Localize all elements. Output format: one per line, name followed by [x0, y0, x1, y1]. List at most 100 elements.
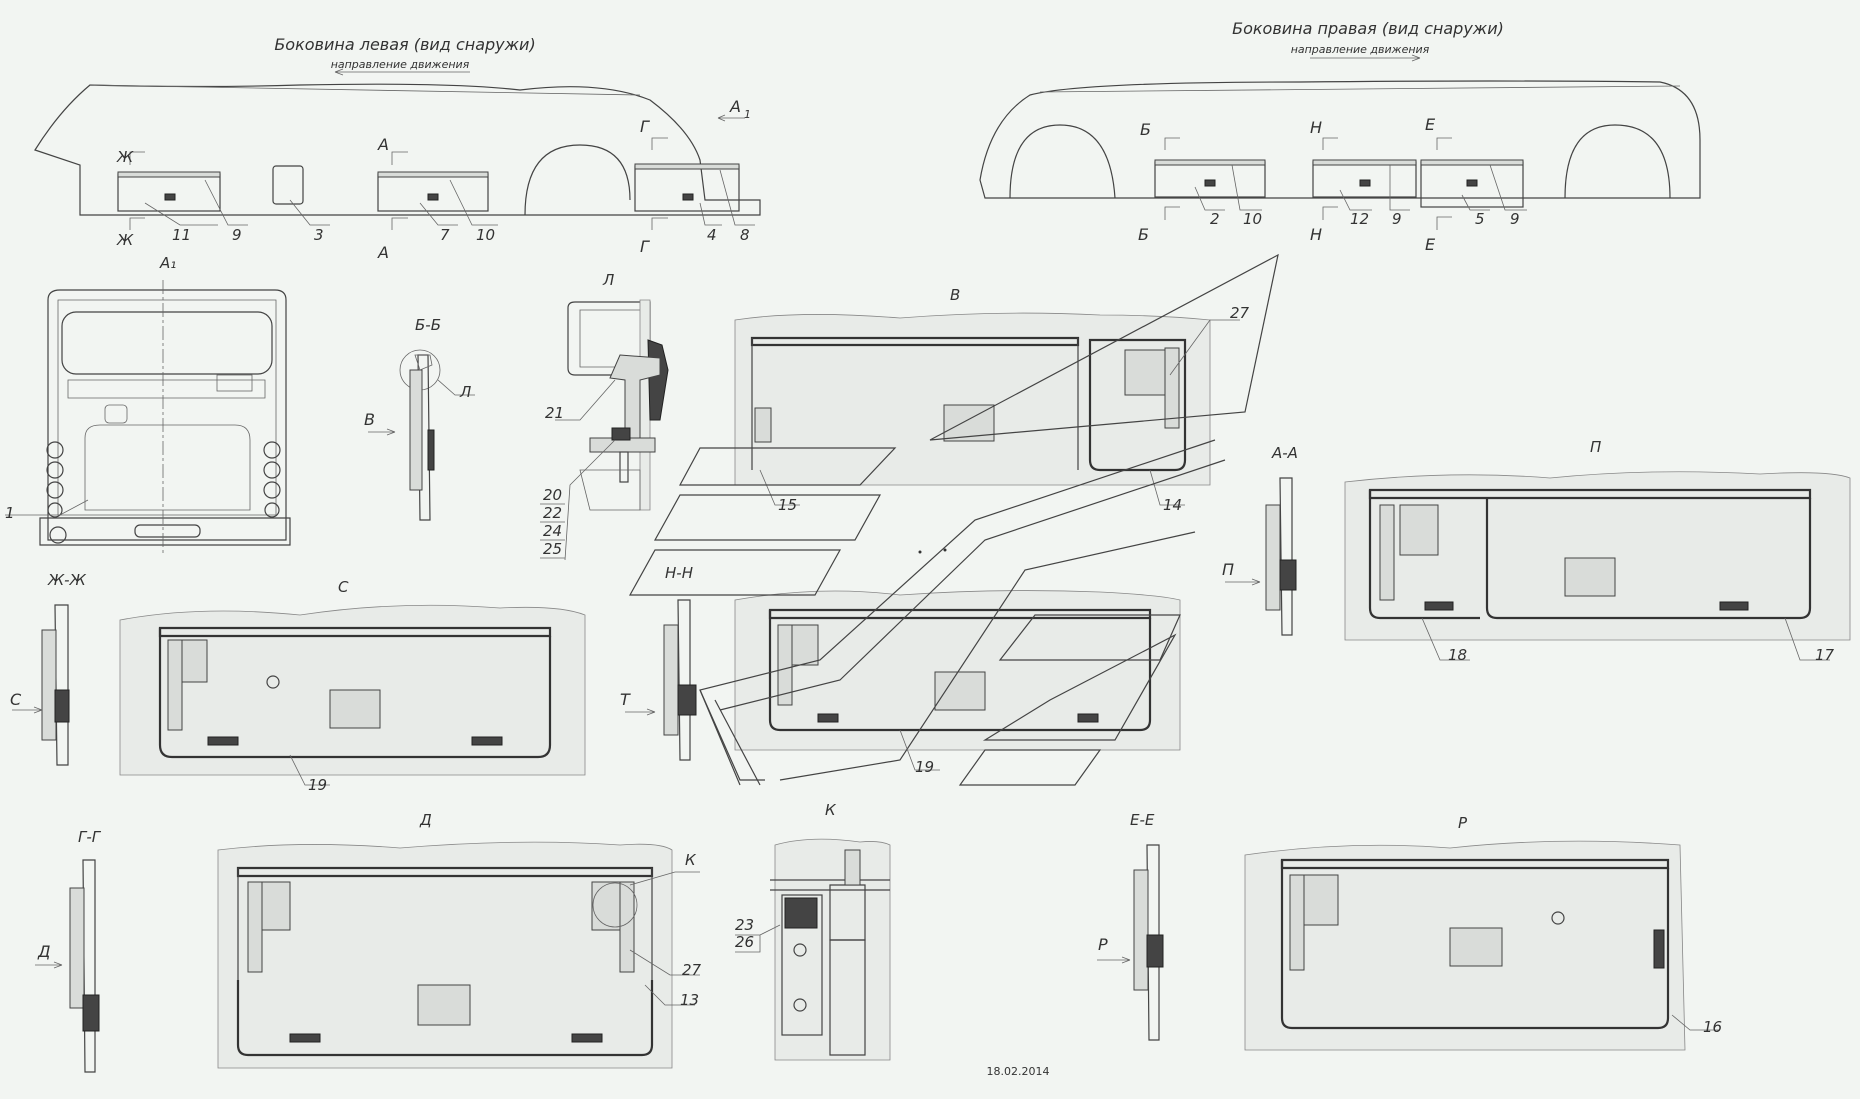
- section-letter-v: В: [364, 410, 375, 429]
- view-title-d: Д: [419, 811, 432, 829]
- left-hatch-1-hinge: [117, 171, 221, 178]
- callout-26: 26: [735, 933, 754, 951]
- section-letter-t: Т: [620, 690, 631, 709]
- detail-k-spring-body: [829, 939, 866, 1056]
- view-d: Д К 27 13: [217, 811, 702, 1069]
- section-letter-zh-top: Ж: [116, 148, 134, 166]
- view-title-p: П: [1590, 438, 1601, 456]
- section-gg: Г-Г Д: [35, 828, 102, 1073]
- callout-25: 25: [543, 540, 562, 558]
- leader-3: [289, 199, 330, 226]
- leader-10-right: [1231, 164, 1262, 211]
- rear-route-display: [216, 374, 253, 392]
- right-side-direction-label: направление движения: [1291, 43, 1430, 56]
- rear-lights-right: [263, 441, 281, 518]
- view-arrow-r: [1097, 956, 1131, 964]
- gg-lock: [82, 994, 100, 1032]
- aa-profile: [1279, 477, 1293, 636]
- detail-l: Л 21 20 22 24 25: [540, 271, 669, 561]
- left-side-view: Боковина левая (вид снаружи) направление…: [34, 35, 761, 262]
- overlay-strip-legs: [699, 689, 761, 786]
- view-title-gg: Г-Г: [78, 828, 102, 846]
- callout-3: 3: [314, 226, 324, 244]
- callout-16: 16: [1703, 1018, 1722, 1036]
- callout-23: 23: [735, 916, 754, 934]
- section-mark-zh: [129, 151, 145, 230]
- section-aa: А-А П: [1222, 444, 1298, 636]
- leader-21: [555, 379, 616, 421]
- right-hatch-3-hinge: [1420, 159, 1524, 166]
- callout-9-right-a: 9: [1392, 210, 1402, 228]
- section-letter-e-bottom: Е: [1425, 235, 1436, 254]
- right-hatch-1-hinge: [1154, 159, 1266, 166]
- view-title-ee: Е-Е: [1130, 811, 1155, 829]
- view-arrow-a1: [717, 114, 745, 122]
- section-mark-a: [391, 151, 408, 230]
- section-zhzh: Ж-Ж С: [10, 571, 87, 766]
- detail-k-nut: [784, 897, 818, 929]
- left-roof-line: [89, 84, 641, 96]
- view-s-frame: [158, 628, 552, 759]
- view-v-small-hatch-spring: [1164, 347, 1180, 429]
- view-p-frame-left: [1368, 490, 1480, 620]
- left-hatch-4: [634, 165, 740, 212]
- left-direction-arrow: [334, 68, 470, 76]
- view-t-gas-spring: [777, 624, 793, 706]
- section-letter-a-bottom: А: [377, 243, 389, 262]
- detail-k-hole-1: [793, 943, 807, 957]
- callout-27-v: 27: [1230, 304, 1250, 322]
- leader-27-v: [1169, 319, 1240, 376]
- callout-9-left: 9: [232, 226, 242, 244]
- view-title-k: К: [825, 801, 837, 819]
- zhzh-lock: [54, 689, 70, 723]
- left-side-title: Боковина левая (вид снаружи): [274, 35, 535, 54]
- leader-15: [759, 469, 800, 506]
- left-body-outline: [34, 83, 761, 216]
- overlay-strip-2: [719, 459, 1226, 711]
- view-s: С 19: [119, 578, 586, 794]
- view-p-lock-plate: [1564, 557, 1616, 597]
- bb-gas-spring: [409, 369, 423, 491]
- zhzh-gas-spring: [41, 629, 57, 741]
- view-p-bracket: [1399, 504, 1439, 556]
- overlay-panel-5: [982, 633, 1177, 741]
- detail-circle-k: [592, 882, 638, 928]
- view-p-gas-spring: [1379, 504, 1395, 601]
- detail-l-base: [579, 469, 641, 511]
- view-p-latch-left: [1424, 601, 1454, 611]
- callout-4: 4: [707, 226, 717, 244]
- callout-22: 22: [543, 504, 562, 522]
- callout-10-right: 10: [1243, 210, 1262, 228]
- leader-11: [144, 202, 218, 226]
- callout-13: 13: [680, 991, 699, 1009]
- overlay-strip-3: [779, 531, 1196, 781]
- section-letter-a1-subscript: 1: [744, 108, 751, 121]
- view-d-latch-right: [571, 1033, 603, 1043]
- leader-ticks: [540, 503, 565, 559]
- view-arrow-v: [368, 428, 396, 436]
- rear-camera-box: [104, 404, 128, 424]
- section-letter-a-top: А: [377, 135, 389, 154]
- callout-5: 5: [1475, 210, 1485, 228]
- view-arrow-t: [625, 708, 656, 716]
- leader-9-right-a: [1389, 165, 1410, 211]
- leader-4: [699, 202, 722, 226]
- section-letter-s: С: [10, 690, 22, 709]
- right-direction-arrow: [1310, 54, 1421, 62]
- right-wheel-arch-rear: [1564, 124, 1671, 199]
- view-title-s: С: [338, 578, 349, 596]
- view-v-small-hatch-bracket: [1124, 349, 1166, 396]
- section-letter-zh-bottom: Ж: [116, 231, 134, 249]
- view-p-body: [1344, 471, 1851, 641]
- view-r-frame: [1280, 860, 1670, 1030]
- view-title-nn: Н-Н: [665, 564, 693, 582]
- rear-panel: [67, 379, 266, 399]
- section-letter-r: Р: [1098, 935, 1108, 954]
- overlay-panel-2: [653, 494, 882, 541]
- left-hatch-4-hinge: [634, 163, 740, 170]
- leader-1: [5, 499, 89, 516]
- section-mark-e: [1436, 137, 1452, 230]
- section-mark-g: [651, 137, 668, 230]
- leader-17: [1784, 617, 1830, 661]
